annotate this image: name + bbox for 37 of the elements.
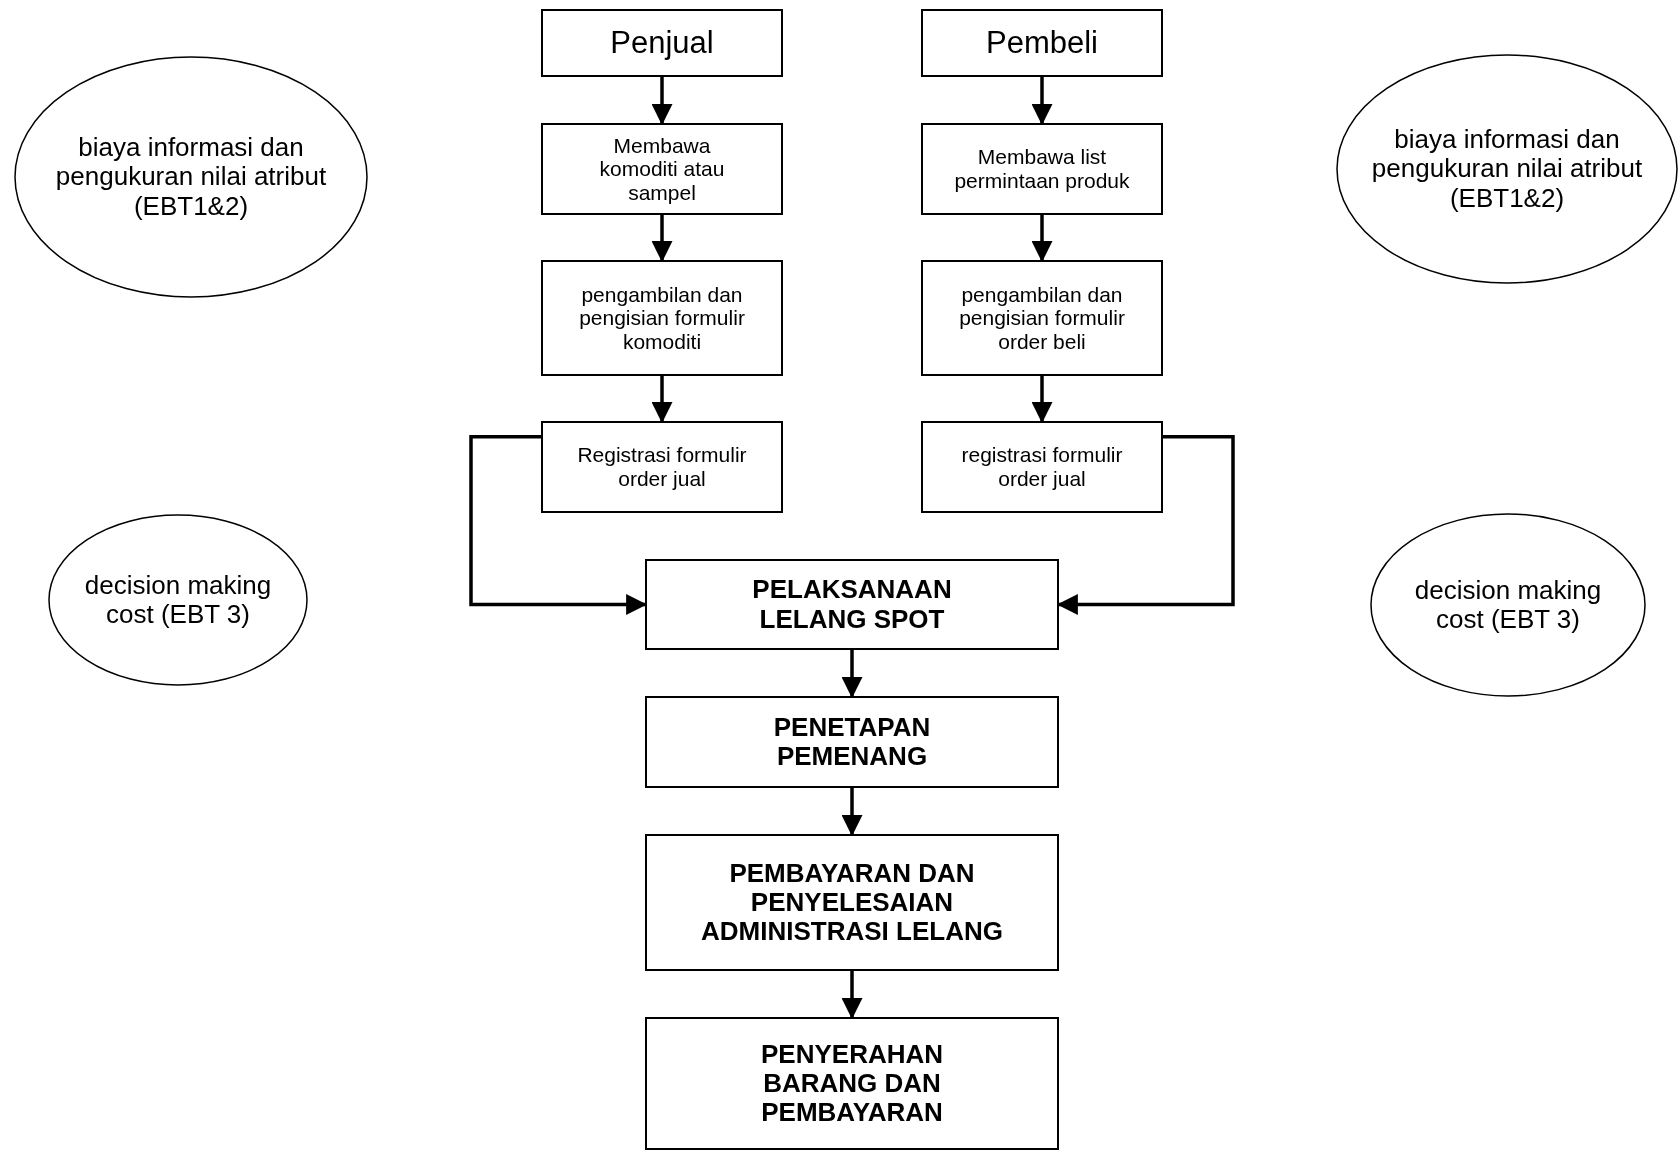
arrow bbox=[841, 971, 863, 1020]
step-label: pengambilan dan pengisian formulir komoditi bbox=[578, 282, 746, 354]
step-label: Registrasi formulir order jual bbox=[576, 443, 748, 491]
step-label: registrasi formulir order jual bbox=[960, 443, 1124, 491]
arrow bbox=[1031, 77, 1053, 126]
actor-box bbox=[921, 9, 1163, 77]
process-box bbox=[541, 421, 783, 513]
arrow bbox=[651, 215, 673, 263]
process-box bbox=[921, 421, 1163, 513]
cost-label: decision making cost (EBT 3) bbox=[1413, 575, 1603, 635]
process-box bbox=[645, 696, 1059, 788]
process-box bbox=[645, 834, 1059, 971]
step-label: Penjual bbox=[610, 25, 714, 61]
step-label: Pembeli bbox=[986, 25, 1098, 61]
process-box bbox=[541, 123, 783, 215]
arrow bbox=[651, 376, 673, 424]
cost-label: biaya informasi dan pengukuran nilai atribut (EBT1&2) bbox=[54, 133, 328, 221]
arrow bbox=[651, 77, 673, 126]
step-label: PENETAPAN PEMENANG bbox=[772, 712, 932, 772]
process-box bbox=[921, 260, 1163, 376]
cost-label: biaya informasi dan pengukuran nilai atribut (EBT1&2) bbox=[1370, 125, 1644, 213]
arrow bbox=[841, 650, 863, 699]
process-box bbox=[645, 559, 1059, 650]
arrow bbox=[1031, 376, 1053, 424]
step-label: PENYERAHAN BARANG DAN PEMBAYARAN bbox=[760, 1039, 944, 1128]
step-label: Membawa list permintaan produk bbox=[953, 145, 1131, 193]
process-box bbox=[921, 123, 1163, 215]
process-box bbox=[645, 1017, 1059, 1150]
step-label: PEMBAYARAN DAN PENYELESAIAN ADMINISTRASI LELANG bbox=[700, 858, 1004, 947]
cost-label: decision making cost (EBT 3) bbox=[83, 570, 273, 630]
arrow bbox=[1031, 215, 1053, 263]
step-label: PELAKSANAAN LELANG SPOT bbox=[751, 575, 953, 634]
actor-box bbox=[541, 9, 783, 77]
step-label: Membawa komoditi atau sampel bbox=[598, 133, 726, 205]
arrow bbox=[841, 788, 863, 837]
step-label: pengambilan dan pengisian formulir order beli bbox=[958, 282, 1126, 354]
process-box bbox=[541, 260, 783, 376]
